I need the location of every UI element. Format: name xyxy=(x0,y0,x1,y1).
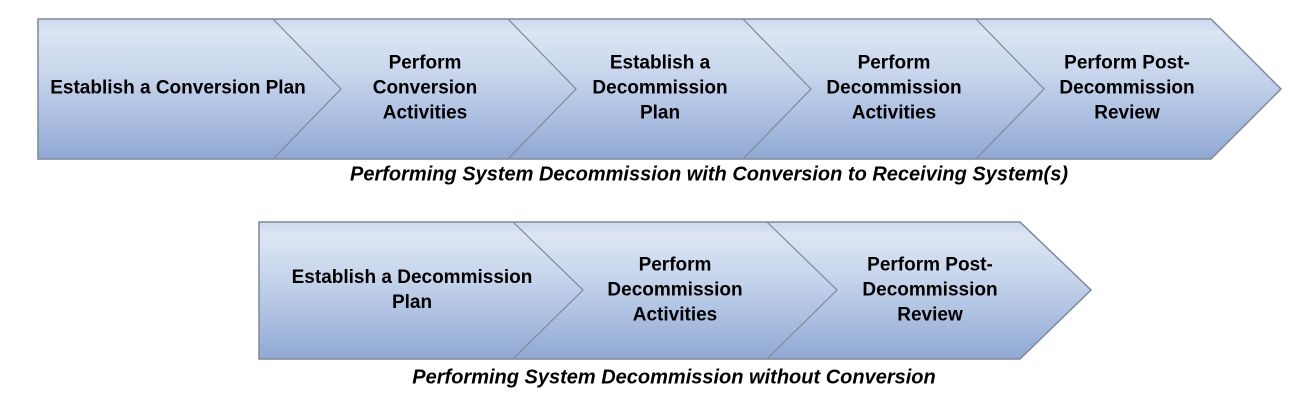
step-perform-decommission-activities-2: Perform Decommission Activities xyxy=(607,254,743,326)
chevron-divider xyxy=(272,18,342,160)
chevron-divider xyxy=(512,221,584,360)
chevron-divider xyxy=(742,18,812,160)
step-perform-post-decommission-review: Perform Post- Decommission Review xyxy=(1059,52,1195,124)
step-establish-conversion-plan: Establish a Conversion Plan xyxy=(50,77,306,99)
chevron-divider xyxy=(975,18,1045,160)
chevron-band-without-conversion xyxy=(258,221,1093,360)
caption-without-conversion: Performing System Decommission without C… xyxy=(412,366,936,389)
step-establish-decommission-plan-2: Establish a Decommission Plan xyxy=(291,267,533,313)
caption-with-conversion: Performing System Decommission with Conv… xyxy=(350,163,1068,186)
chevron-divider xyxy=(507,18,577,160)
step-establish-decommission-plan: Establish a Decommission Plan xyxy=(592,52,728,124)
step-perform-post-decommission-review-2: Perform Post- Decommission Review xyxy=(862,254,998,326)
step-perform-conversion-activities: Perform Conversion Activities xyxy=(372,52,478,124)
chevron-divider xyxy=(766,221,838,360)
step-perform-decommission-activities: Perform Decommission Activities xyxy=(826,52,962,124)
chevron-band-with-conversion xyxy=(37,18,1283,160)
